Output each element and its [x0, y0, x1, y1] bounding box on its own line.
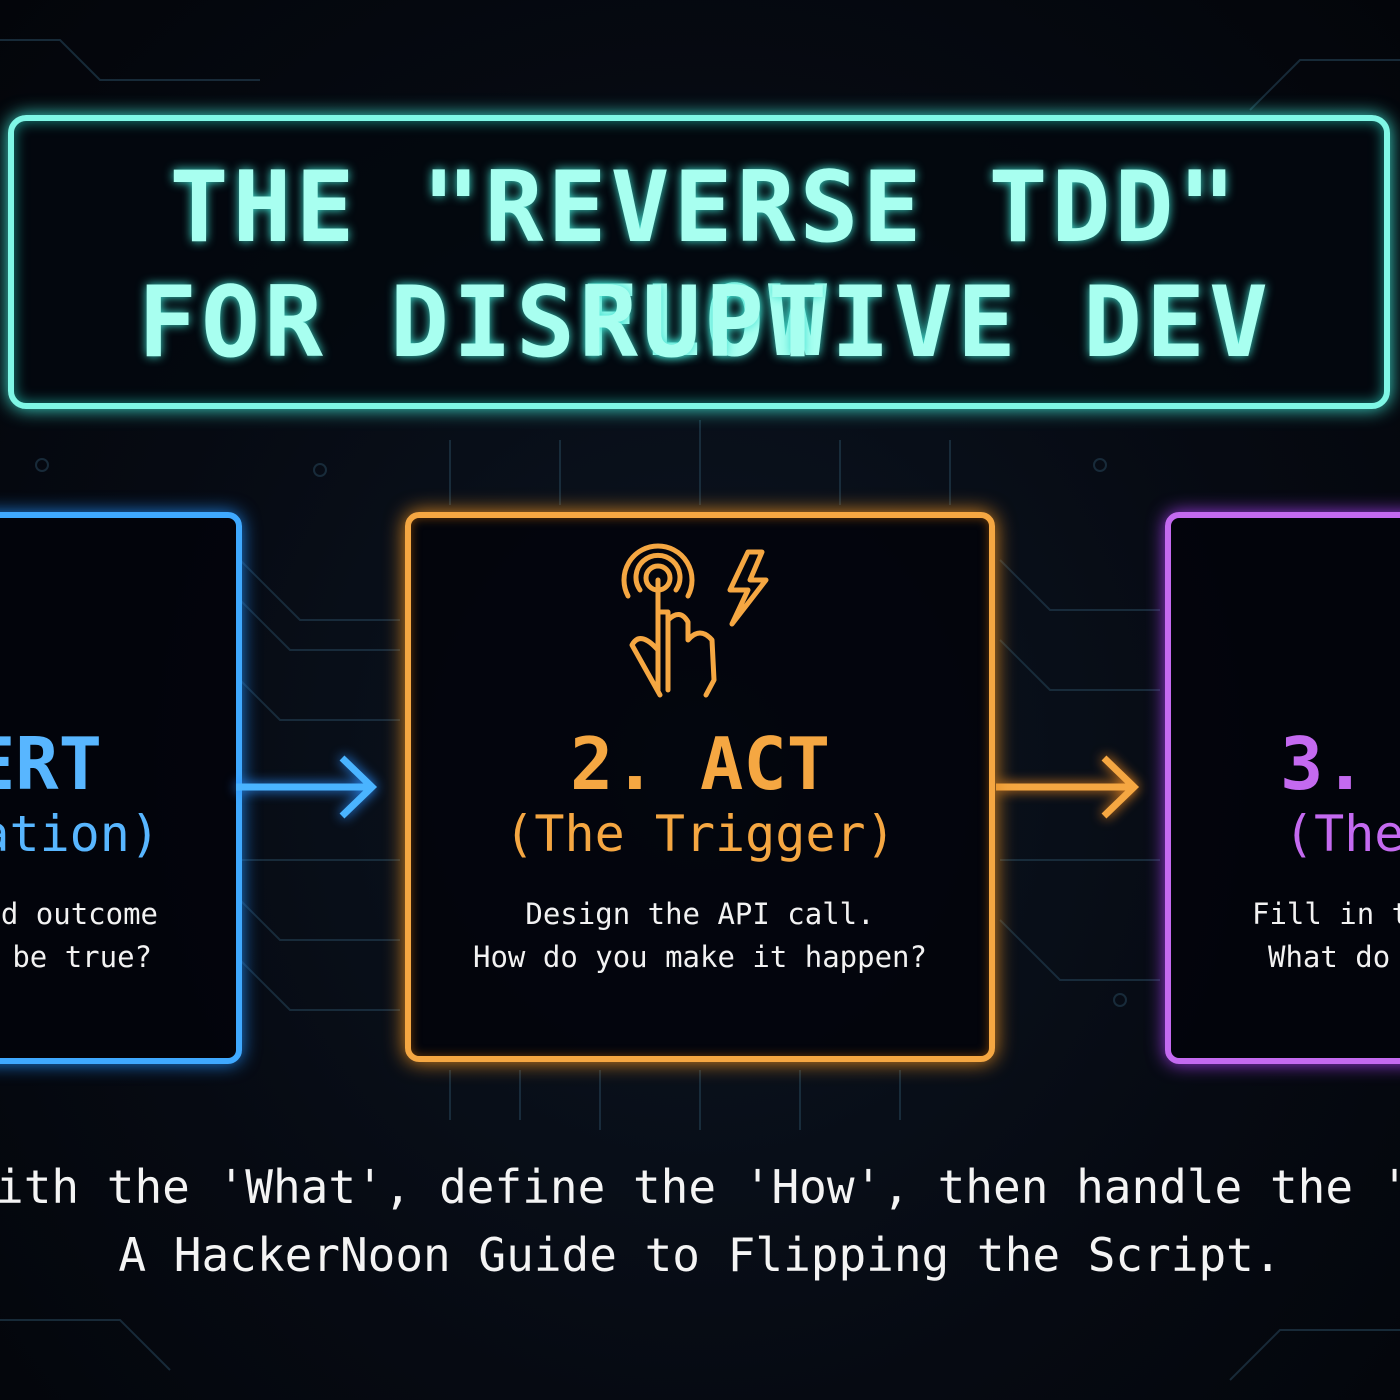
arrow-2-to-3	[996, 755, 1140, 819]
step-implement-heading: 3.	[1280, 722, 1367, 806]
arrow-1-to-2	[236, 755, 378, 819]
step-implement-desc-2: What do	[1268, 940, 1391, 974]
step-implement-subheading: (The	[1284, 805, 1400, 863]
step-act-desc-1: Design the API call.	[525, 897, 875, 931]
step-assert-subheading: ation)	[0, 805, 160, 863]
step-act-heading: 2. ACT	[569, 722, 831, 806]
step-act-desc-2: How do you make it happen?	[473, 940, 927, 974]
footer-line-1: ith the 'What', define the 'How', then h…	[0, 1160, 1400, 1214]
step-assert-heading: ERT	[0, 722, 102, 806]
footer-line-2: A HackerNoon Guide to Flipping the Scrip…	[118, 1228, 1282, 1282]
step-act-card	[405, 512, 995, 1062]
step-implement-desc-1: Fill in t	[1252, 897, 1400, 931]
title-line-1: THE "REVERSE TDD" FLOW	[169, 151, 1241, 379]
step-assert-card	[0, 512, 242, 1064]
title-line-2: FOR DISRUPTIVE DEV	[137, 266, 1273, 380]
step-act-subheading: (The Trigger)	[504, 805, 896, 863]
step-assert-desc-1: d outcome	[0, 897, 158, 931]
step-assert-desc-2: be true?	[12, 940, 152, 974]
step-implement-card	[1165, 512, 1400, 1064]
title-banner: THE "REVERSE TDD" FLOW FOR DISRUPTIVE DE…	[8, 115, 1390, 409]
